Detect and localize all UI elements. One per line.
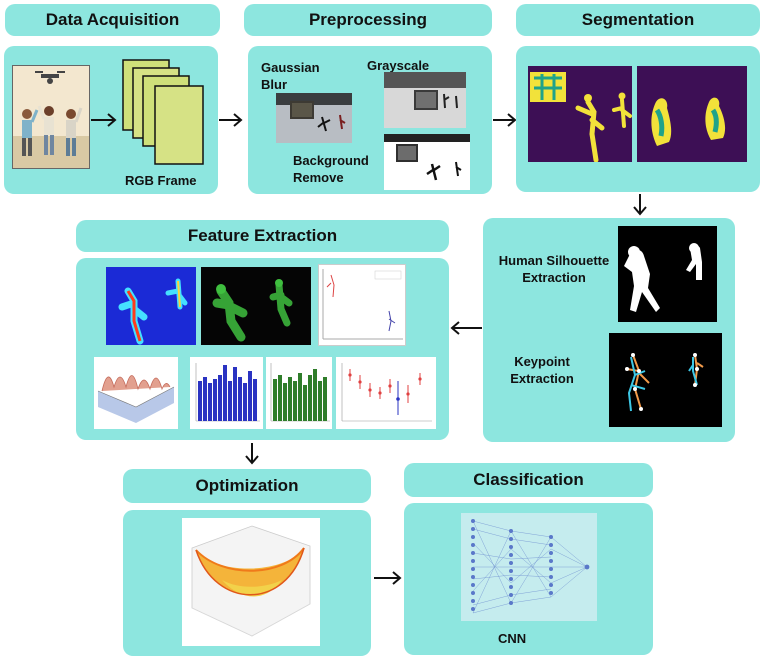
arrow-down-icon xyxy=(245,443,259,465)
stage-header-data-acquisition: Data Acquisition xyxy=(5,4,220,36)
grayscale-label: Grayscale xyxy=(367,58,430,73)
segmentation-body-image xyxy=(637,66,747,162)
background-remove-label: Background Remove xyxy=(293,153,369,185)
stage-header-classification: Classification xyxy=(404,463,653,497)
arrow-down-icon xyxy=(633,194,647,216)
segmentation-mask-image xyxy=(528,66,632,162)
background-remove-image xyxy=(384,134,470,190)
gaussian-blur-image xyxy=(276,93,352,143)
rgb-frame-stack xyxy=(121,58,207,168)
blue-bar-chart-image xyxy=(190,357,263,429)
grayscale-image xyxy=(384,72,466,128)
cnn-network-diagram xyxy=(461,513,597,621)
stage-header-segmentation: Segmentation xyxy=(516,4,760,36)
keypoint-extraction-label: Keypoint Extraction xyxy=(510,354,574,386)
heatmap-image xyxy=(106,267,196,345)
arrow-right-icon xyxy=(219,113,243,127)
silhouette-image xyxy=(618,226,717,322)
green-feature-image xyxy=(201,267,311,345)
keypoint-image xyxy=(609,333,722,427)
cnn-label: CNN xyxy=(498,631,527,646)
rgb-frame-label: RGB Frame xyxy=(125,173,197,188)
arrow-left-icon xyxy=(450,321,482,335)
stage-header-preprocessing: Preprocessing xyxy=(244,4,492,36)
arrow-right-icon xyxy=(374,571,402,585)
keypoint-plot-image xyxy=(318,264,406,346)
stage-header-optimization: Optimization xyxy=(123,469,371,503)
3d-surface-plot-image xyxy=(94,357,178,429)
gaussian-blur-label: Gaussian Blur xyxy=(261,60,320,92)
optimization-surface-plot xyxy=(182,518,320,646)
stage-header-feature-extraction: Feature Extraction xyxy=(76,220,449,252)
arrow-right-icon xyxy=(493,113,517,127)
human-silhouette-label: Human Silhouette Extraction xyxy=(498,253,610,285)
arrow-right-icon xyxy=(91,113,117,127)
green-bar-chart-image xyxy=(266,357,332,429)
error-bar-plot-image xyxy=(336,357,436,429)
drone-people-illustration xyxy=(12,65,90,169)
